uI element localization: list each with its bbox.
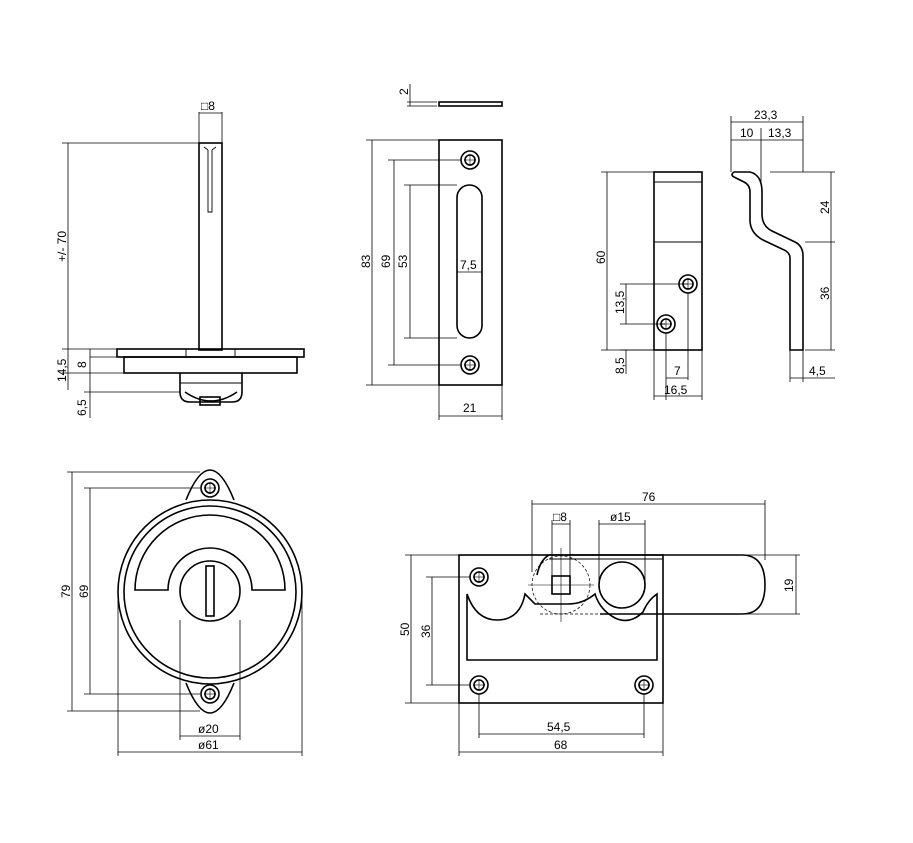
round-d20-label: ø20 bbox=[198, 722, 219, 736]
round-79-label: 79 bbox=[59, 584, 73, 598]
side-view: □8 +/- 70 14,5 8 6,5 bbox=[55, 99, 305, 418]
latch-76-label: 76 bbox=[642, 490, 656, 504]
profile-45-label: 4,5 bbox=[809, 364, 826, 378]
side-length-label: +/- 70 bbox=[55, 231, 69, 262]
latch-view: 76 □8 ø15 19 50 36 54,5 68 bbox=[398, 490, 800, 756]
round-69-label: 69 bbox=[77, 584, 91, 598]
side-h8-label: 8 bbox=[75, 361, 89, 368]
side-h14-label: 14,5 bbox=[55, 358, 69, 382]
side-h65-label: 6,5 bbox=[75, 399, 89, 416]
latch-19-label: 19 bbox=[782, 578, 796, 592]
bracket-85-label: 8,5 bbox=[613, 357, 627, 374]
latch-545-label: 54,5 bbox=[547, 720, 571, 734]
plate-53-label: 53 bbox=[396, 254, 410, 268]
plate-83-label: 83 bbox=[359, 254, 373, 268]
profile-133-label: 13,3 bbox=[768, 126, 792, 140]
plate-thickness-label: 2 bbox=[397, 88, 411, 95]
latch-d15-label: ø15 bbox=[610, 510, 631, 524]
latch-68-label: 68 bbox=[554, 738, 568, 752]
plate-69-label: 69 bbox=[379, 254, 393, 268]
plate-slot-label: 7,5 bbox=[460, 258, 477, 272]
latch-sq8-label: □8 bbox=[553, 510, 567, 524]
latch-36-label: 36 bbox=[419, 624, 433, 638]
bracket-165-label: 16,5 bbox=[664, 383, 688, 397]
round-rosette-view: 79 69 ø20 ø61 bbox=[59, 469, 303, 756]
side-sq8-label: □8 bbox=[201, 99, 215, 113]
profile-233-label: 23,3 bbox=[754, 108, 778, 122]
bracket-7-label: 7 bbox=[674, 364, 681, 378]
strike-plate-view: 2 83 69 53 7,5 21 bbox=[359, 84, 503, 420]
profile-view: 23,3 10 13,3 24 36 4,5 bbox=[730, 108, 835, 382]
bracket-60-label: 60 bbox=[594, 250, 608, 264]
bracket-view: 60 13,5 8,5 7 16,5 bbox=[594, 171, 703, 400]
profile-36-label: 36 bbox=[818, 286, 832, 300]
plate-21-label: 21 bbox=[463, 401, 477, 415]
profile-10-label: 10 bbox=[740, 126, 754, 140]
bracket-135-label: 13,5 bbox=[613, 290, 627, 314]
round-d61-label: ø61 bbox=[198, 738, 219, 752]
latch-50-label: 50 bbox=[398, 622, 412, 636]
profile-24-label: 24 bbox=[818, 200, 832, 214]
